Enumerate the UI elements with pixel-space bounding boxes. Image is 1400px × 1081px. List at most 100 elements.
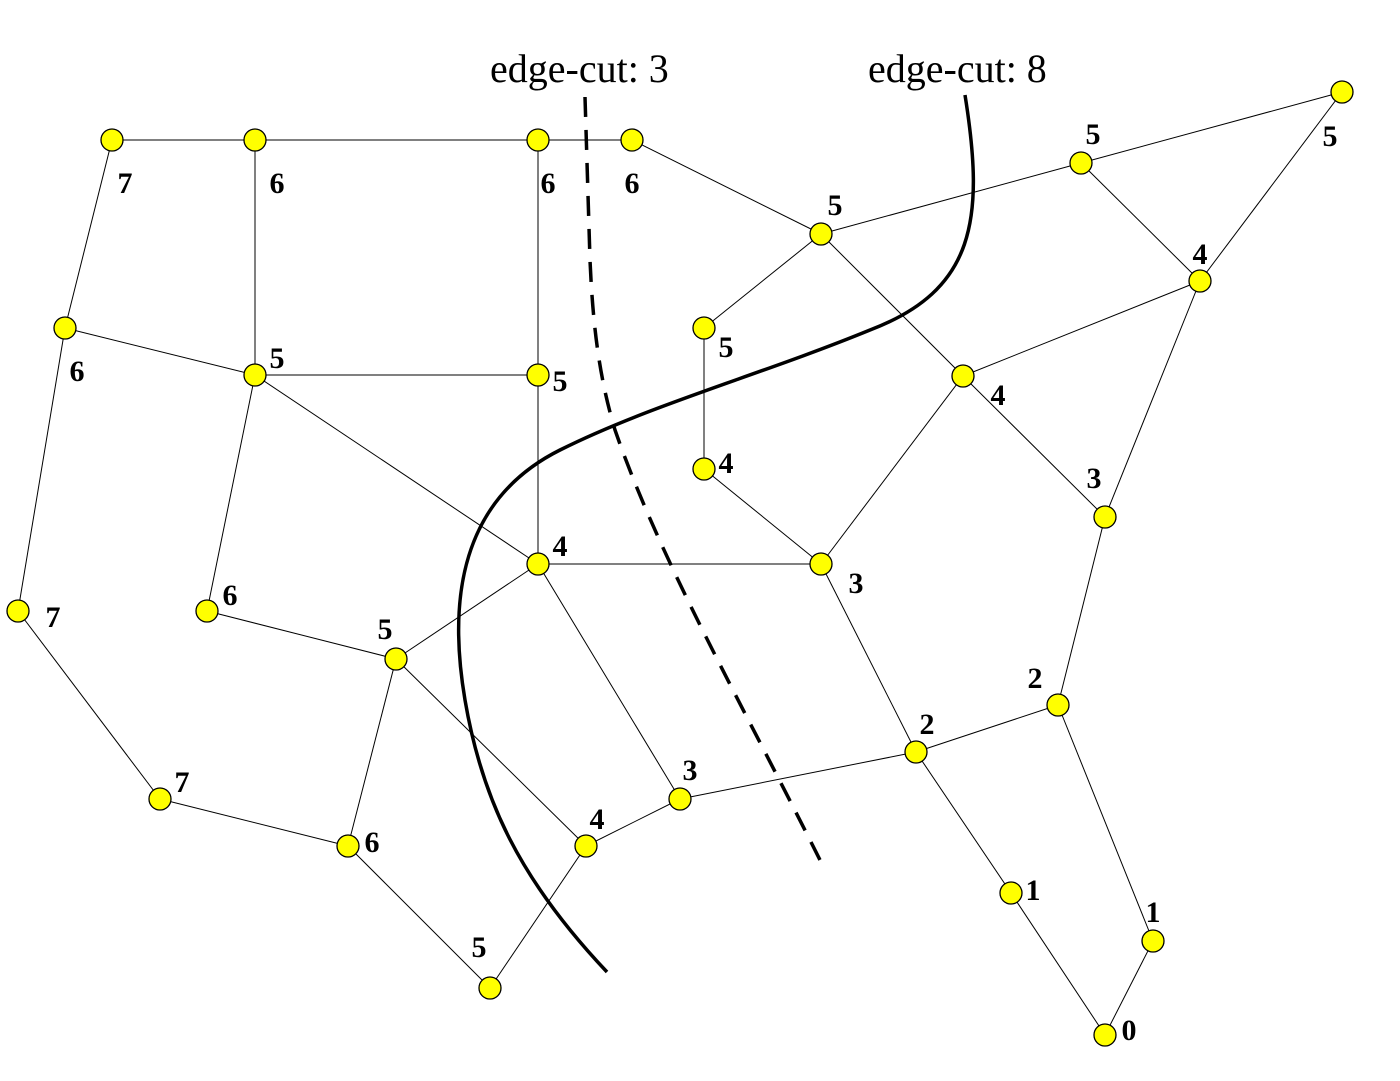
edge-n7-n11 bbox=[820, 233, 964, 377]
graph-node bbox=[148, 787, 172, 811]
edge-n4-n16 bbox=[17, 327, 66, 612]
edge-n24-n26 bbox=[915, 751, 1012, 894]
edge-n24-n25 bbox=[915, 704, 1059, 753]
node-distance-label: 6 bbox=[70, 355, 85, 388]
graph-node bbox=[195, 599, 219, 623]
edge-n11-n14 bbox=[962, 280, 1201, 377]
graph-node bbox=[243, 363, 267, 387]
edge-n17-n18 bbox=[206, 610, 397, 660]
graph-node bbox=[692, 316, 716, 340]
edge-n15-n25 bbox=[1057, 516, 1106, 706]
edge-n3-n7 bbox=[631, 139, 822, 235]
graph-node bbox=[478, 976, 502, 1000]
edge-n18-n22 bbox=[395, 658, 587, 847]
graph-node bbox=[668, 787, 692, 811]
graph-node bbox=[6, 599, 30, 623]
node-distance-label: 2 bbox=[1028, 662, 1043, 695]
node-distance-label: 4 bbox=[553, 530, 568, 563]
graph-node bbox=[1141, 929, 1165, 953]
edge-cut-3-dashed-line bbox=[583, 96, 822, 861]
node-distance-label: 5 bbox=[719, 331, 734, 364]
graph-node bbox=[526, 552, 550, 576]
edge-cut-3-label: edge-cut: 3 bbox=[490, 46, 669, 91]
node-distance-label: 6 bbox=[541, 167, 556, 200]
node-distance-label: 3 bbox=[1087, 462, 1102, 495]
graph-node bbox=[620, 128, 644, 152]
edge-cut-8-label: edge-cut: 8 bbox=[868, 46, 1047, 91]
node-distance-label: 3 bbox=[683, 754, 698, 787]
edge-n4-n5 bbox=[64, 327, 256, 376]
graph-node bbox=[336, 834, 360, 858]
edge-n5-n9 bbox=[254, 374, 539, 565]
edge-n5-n17 bbox=[206, 374, 256, 612]
edge-n13-n24 bbox=[820, 563, 917, 753]
node-distance-label: 4 bbox=[590, 803, 605, 836]
node-distance-label: 5 bbox=[553, 365, 568, 398]
edge-n19-n20 bbox=[159, 798, 349, 847]
edge-n22-n23 bbox=[585, 798, 681, 847]
edge-n7-n8 bbox=[703, 233, 822, 329]
node-distance-label: 5 bbox=[270, 342, 285, 375]
edge-n30-n14 bbox=[1199, 91, 1343, 282]
node-distance-label: 0 bbox=[1122, 1014, 1137, 1047]
edge-n14-n15 bbox=[1104, 280, 1201, 518]
node-distance-label: 4 bbox=[991, 379, 1006, 412]
node-distance-label: 7 bbox=[46, 601, 61, 634]
node-distance-label: 3 bbox=[849, 567, 864, 600]
edge-n9-n23 bbox=[537, 563, 681, 800]
node-distance-label: 5 bbox=[378, 613, 393, 646]
node-distance-label: 1 bbox=[1146, 896, 1161, 929]
graph-node bbox=[243, 128, 267, 152]
node-distance-label: 1 bbox=[1026, 874, 1041, 907]
graph-node bbox=[526, 128, 550, 152]
edge-cut-8-solid-curve bbox=[456, 94, 976, 974]
edges-layer bbox=[17, 91, 1343, 1036]
edge-n18-n20 bbox=[347, 658, 397, 847]
graph-node bbox=[384, 647, 408, 671]
edge-n26-n28 bbox=[1010, 892, 1106, 1036]
edge-n25-n27 bbox=[1057, 704, 1154, 942]
edge-n20-n21 bbox=[347, 845, 491, 989]
edge-n18-n9 bbox=[395, 563, 539, 660]
edge-n7-n29 bbox=[820, 162, 1082, 235]
graph-node bbox=[1188, 269, 1212, 293]
node-distance-label: 2 bbox=[920, 708, 935, 741]
node-distance-label: 5 bbox=[472, 931, 487, 964]
edge-n29-n30 bbox=[1080, 91, 1343, 164]
graph-node bbox=[526, 363, 550, 387]
node-distance-label: 5 bbox=[1323, 120, 1338, 153]
node-distance-label: 4 bbox=[719, 447, 734, 480]
node-distance-label: 7 bbox=[118, 167, 133, 200]
edge-n13-n11 bbox=[820, 375, 964, 565]
graph-node bbox=[574, 834, 598, 858]
edge-n29-n14 bbox=[1080, 162, 1201, 282]
graph-node bbox=[999, 881, 1023, 905]
node-distance-label: 6 bbox=[365, 826, 380, 859]
graph-node bbox=[809, 222, 833, 246]
graph-node bbox=[1330, 80, 1354, 104]
graph-node bbox=[1093, 505, 1117, 529]
graph-node bbox=[904, 740, 928, 764]
graph-node bbox=[100, 128, 124, 152]
graph-node bbox=[53, 316, 77, 340]
graph-node bbox=[1046, 693, 1070, 717]
node-distance-label: 7 bbox=[175, 766, 190, 799]
edge-n11-n15 bbox=[962, 375, 1106, 518]
graph-node bbox=[1093, 1023, 1117, 1047]
edge-n23-n24 bbox=[679, 751, 917, 800]
node-distance-label: 6 bbox=[270, 167, 285, 200]
edge-n16-n19 bbox=[17, 610, 161, 800]
graph-node bbox=[809, 552, 833, 576]
graph-node bbox=[951, 364, 975, 388]
node-distance-label: 4 bbox=[1193, 238, 1208, 271]
node-distance-label: 5 bbox=[1086, 118, 1101, 151]
edge-n12-n13 bbox=[703, 468, 822, 565]
edge-n0-n4 bbox=[64, 139, 113, 329]
graph-node bbox=[1069, 151, 1093, 175]
node-distance-label: 6 bbox=[625, 167, 640, 200]
graph-node bbox=[692, 457, 716, 481]
edge-n21-n22 bbox=[489, 845, 587, 989]
edge-n27-n28 bbox=[1104, 940, 1154, 1036]
